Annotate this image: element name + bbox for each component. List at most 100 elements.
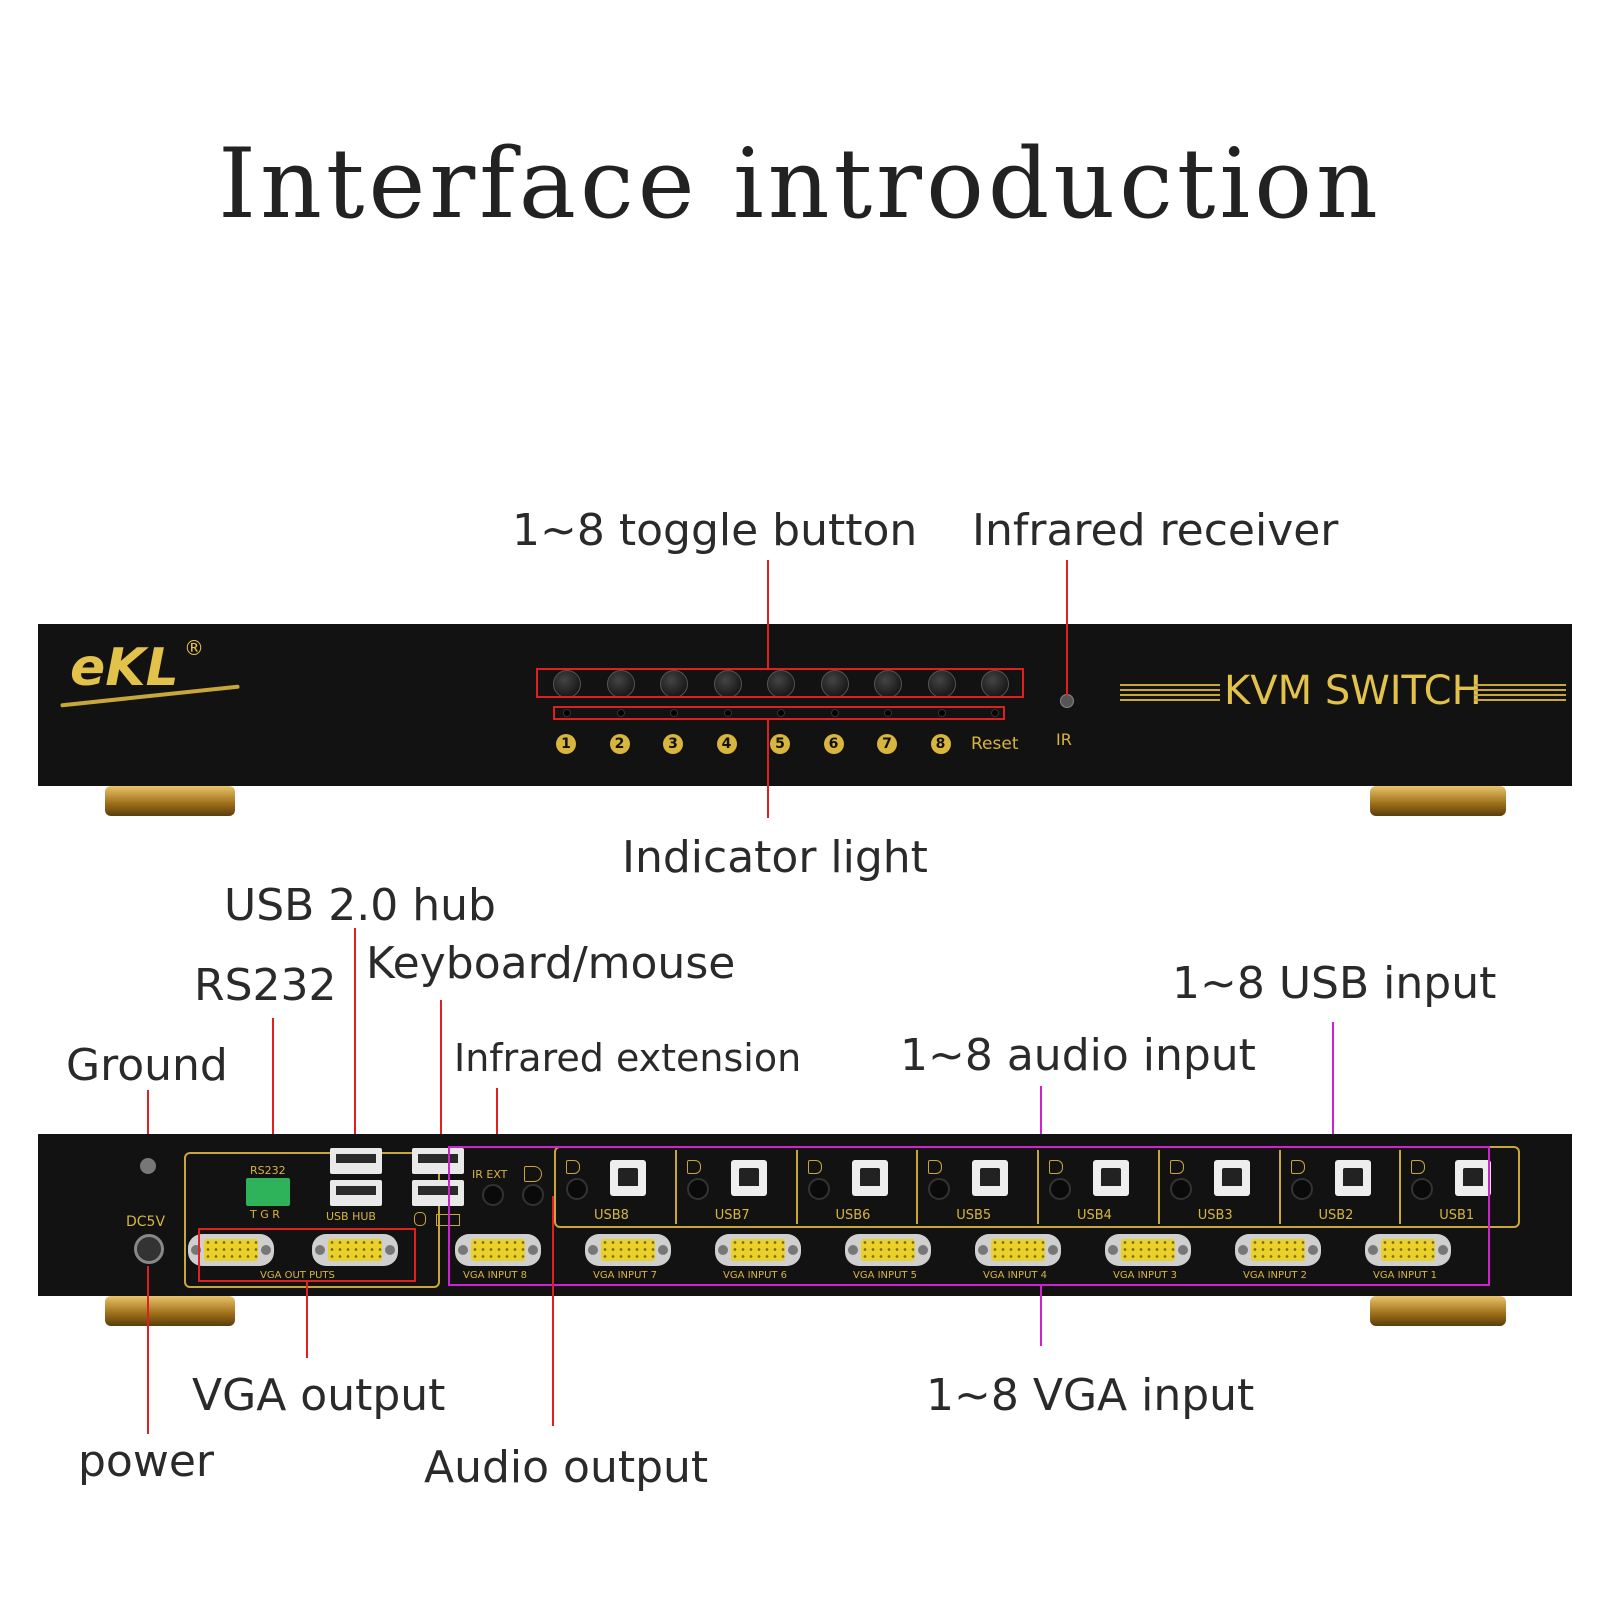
ir-ext-jack	[482, 1184, 504, 1206]
indicator-led-1	[563, 709, 571, 717]
vga-output-1	[188, 1234, 274, 1266]
usb-input-label: USB2	[1318, 1208, 1354, 1223]
usb-hub-port-2	[330, 1180, 382, 1206]
callout-indicator-light: Indicator light	[622, 832, 928, 883]
vga-input-port-7	[585, 1234, 671, 1266]
usb-input-leader	[1332, 1022, 1334, 1140]
ir-label: IR	[1056, 730, 1072, 749]
audio-speaker-icon	[686, 1160, 701, 1174]
usb-input-port-5	[972, 1160, 1009, 1196]
audio-output-leader	[552, 1196, 554, 1426]
vga-input-label: VGA INPUT 4	[983, 1270, 1048, 1281]
indicator-led-8	[937, 709, 946, 717]
toggle-button-4[interactable]	[713, 670, 742, 698]
keyboard-port	[412, 1148, 464, 1174]
product-name: KVM SWITCH	[1224, 668, 1482, 714]
usb-input-label: USB6	[835, 1208, 871, 1223]
toggle-button-5[interactable]	[767, 670, 795, 698]
rear-foot-left	[105, 1296, 235, 1326]
output-frame	[184, 1152, 440, 1288]
audio-input-jack-7	[686, 1178, 709, 1200]
vga-input-label: VGA INPUT 5	[853, 1270, 918, 1281]
reset-button[interactable]	[981, 670, 1009, 698]
usb-input-label: USB8	[594, 1208, 629, 1223]
callout-keyboard-mouse: Keyboard/mouse	[366, 938, 736, 989]
vga-input-port-1	[1365, 1234, 1451, 1266]
callout-vga-input: 1~8 VGA input	[926, 1370, 1255, 1421]
usb-hub-port-1	[330, 1148, 382, 1174]
input-divider	[1037, 1150, 1039, 1224]
indicator-led-9	[991, 709, 999, 717]
usb-input-port-8	[610, 1160, 646, 1196]
indicator-leader	[767, 720, 769, 818]
vga-output-leader	[306, 1282, 308, 1358]
registered-mark: ®	[184, 636, 204, 660]
reset-label: Reset	[971, 734, 1019, 754]
usb-input-port-2	[1334, 1160, 1371, 1196]
audio-input-jack-3	[1169, 1178, 1192, 1200]
usb-input-port-3	[1213, 1160, 1250, 1196]
vga-input-leader	[1040, 1286, 1042, 1346]
callout-infrared-receiver: Infrared receiver	[972, 505, 1339, 556]
usb-input-label: USB1	[1439, 1208, 1475, 1223]
ir-ext-label: IR EXT	[472, 1168, 508, 1181]
input-divider	[916, 1150, 919, 1224]
usb-input-label: USB3	[1197, 1208, 1233, 1223]
audio-input-jack-6	[807, 1178, 830, 1200]
audio-speaker-icon	[928, 1160, 943, 1174]
callout-audio-output: Audio output	[424, 1442, 709, 1493]
vga-input-label: VGA INPUT 8	[463, 1270, 528, 1281]
vga-input-label: VGA INPUT 2	[1243, 1270, 1308, 1281]
usb-input-label: USB5	[956, 1208, 992, 1223]
button-number-8: 8	[930, 734, 951, 754]
button-number-4: 4	[716, 734, 737, 754]
vga-input-port-8	[455, 1234, 541, 1266]
callout-power: power	[78, 1436, 214, 1487]
callout-toggle-button: 1~8 toggle button	[512, 505, 918, 556]
toggle-button-6[interactable]	[820, 670, 849, 698]
audio-input-jack-2	[1290, 1178, 1313, 1200]
input-divider	[674, 1150, 677, 1224]
brand-logo: eKL	[70, 638, 179, 698]
indicator-led-7	[884, 709, 892, 717]
input-divider	[1399, 1150, 1402, 1224]
toggle-leader	[767, 560, 769, 668]
toggle-button-3[interactable]	[660, 670, 688, 698]
toggle-button-1[interactable]	[553, 670, 581, 698]
usb-input-port-1	[1455, 1160, 1492, 1196]
rs232-terminal	[246, 1178, 290, 1206]
indicator-led-5	[777, 709, 785, 717]
button-number-3: 3	[663, 734, 683, 754]
front-foot-left	[105, 786, 235, 816]
front-foot-right	[1370, 786, 1506, 816]
usb-input-port-7	[730, 1160, 767, 1196]
audio-input-jack-8	[566, 1178, 588, 1200]
mouse-icon	[414, 1212, 426, 1226]
callout-vga-output: VGA output	[192, 1370, 446, 1421]
input-divider	[1278, 1150, 1281, 1224]
ground-screw	[140, 1158, 156, 1174]
audio-input-leader	[1040, 1086, 1042, 1142]
vga-input-label: VGA INPUT 7	[593, 1270, 658, 1281]
indicator-led-2	[616, 709, 625, 717]
page-title: Interface introduction	[218, 128, 1382, 240]
rs232-label: RS232	[250, 1164, 286, 1177]
keyboard-mouse-leader	[440, 1000, 442, 1136]
speaker-icon	[524, 1166, 542, 1182]
callout-audio-input: 1~8 audio input	[900, 1030, 1256, 1081]
audio-speaker-icon	[566, 1160, 580, 1174]
toggle-button-2[interactable]	[606, 670, 635, 698]
usb-hub-label: USB HUB	[326, 1210, 376, 1223]
vga-input-port-3	[1105, 1234, 1191, 1266]
rs232-pins: T G R	[250, 1208, 280, 1221]
usb-input-port-6	[851, 1160, 888, 1196]
vga-input-port-2	[1235, 1234, 1321, 1266]
audio-input-jack-5	[928, 1178, 951, 1200]
input-highlight	[448, 1146, 1490, 1286]
vga-output-highlight	[198, 1228, 416, 1282]
input-divider	[795, 1150, 798, 1224]
vga-input-port-5	[845, 1234, 931, 1266]
ir-receiver	[1060, 694, 1074, 708]
rear-panel: DC5V RS232 T G R USB HUB IR EXT VGA OUT …	[38, 1134, 1572, 1296]
callout-usb-hub: USB 2.0 hub	[224, 880, 496, 931]
